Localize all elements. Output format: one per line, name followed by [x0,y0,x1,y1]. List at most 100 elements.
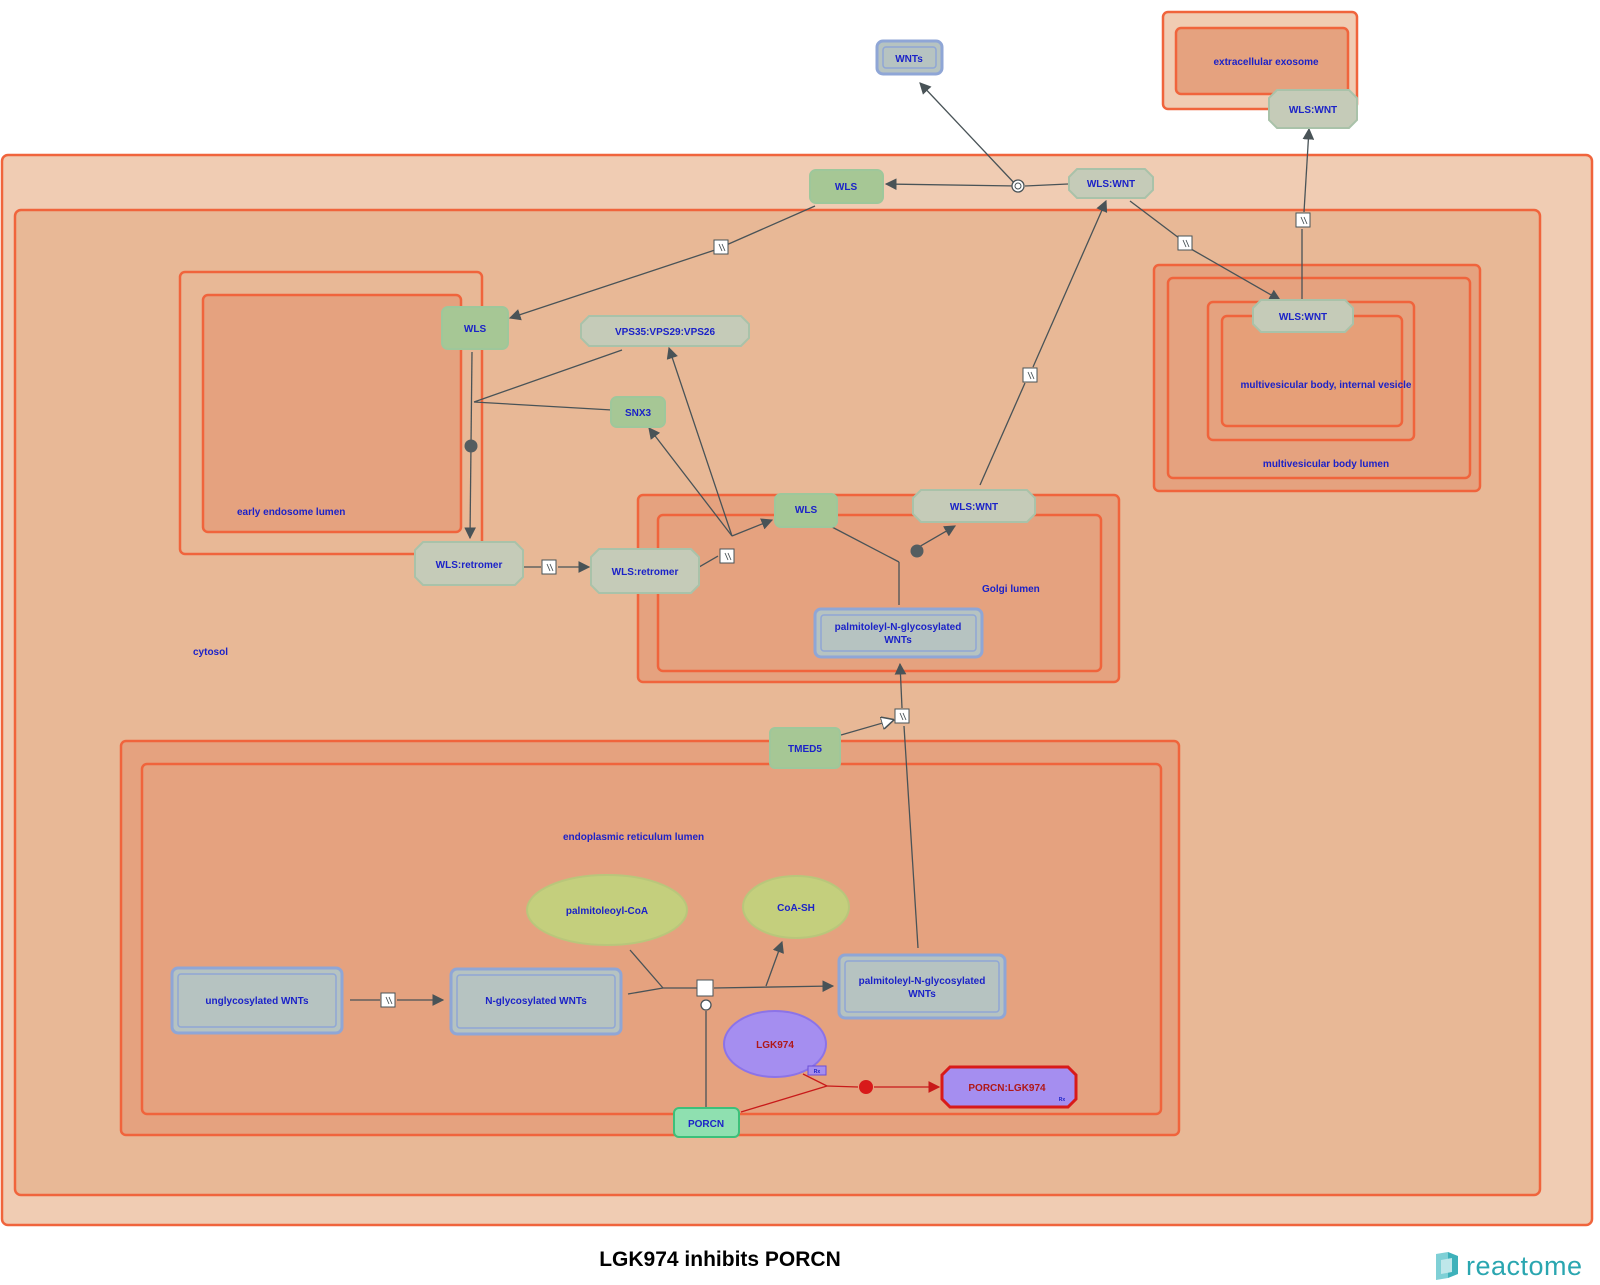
node-porcn-lgk974-label: PORCN:LGK974 [968,1083,1046,1094]
node-coa-sh-label: CoA-SH [777,903,815,914]
node-wls-wnt-golgi-label: WLS:WNT [950,502,998,513]
transport-node-exosome[interactable] [1295,212,1311,228]
reactome-logo-icon [1436,1252,1458,1280]
edge-wlswnt-to-mvb-transport [1129,200,1180,239]
dissociation-node-top[interactable] [1011,179,1025,193]
label-mvb-lumen: multivesicular body lumen [1263,459,1389,470]
edge-reaction-to-coash [765,940,784,987]
mark-dissociation-retromer [724,552,732,561]
edge-lgk974-to-binding [802,1073,828,1087]
transport-node-mvb[interactable] [1177,235,1193,251]
node-tmed5-label: TMED5 [788,744,822,755]
edge-mvb-transport-to-mvb [1190,248,1282,301]
edge-retromer2-to-dissociation [698,555,719,568]
edge-binding-to-dot [826,1085,859,1088]
reactome-logo[interactable]: reactome [1432,1248,1583,1284]
node-palm-wnts-golgi-inner [820,614,977,652]
node-snx3[interactable] [610,396,666,428]
node-porcn[interactable] [673,1107,740,1138]
node-wls-golgi-label: WLS [795,505,818,516]
dissociation-node-retromer[interactable] [719,548,735,564]
node-wls-endosome[interactable] [441,306,509,350]
node-wnts-extracellular-label: WNTs [895,54,923,65]
node-palmitoleoyl-coa-label: palmitoleoyl-CoA [566,906,648,917]
node-wls-retromer-1-label: WLS:retromer [436,560,503,571]
label-early-endosome: early endosome lumen [237,507,345,518]
node-palm-wnts-er-inner [844,960,1000,1013]
transport-node-er-golgi[interactable] [894,708,910,724]
node-palm-wnts-er-label-1: palmitoleyl-N-glycosylated [859,976,986,987]
node-wnts-extracellular[interactable] [875,39,944,76]
mark-transport-retromer [546,563,554,572]
edge-dissociation-to-golgi-wls [731,518,774,537]
label-cytosol: cytosol [193,647,228,658]
node-unglycosylated-wnts-label: unglycosylated WNTs [205,996,309,1007]
edge-tmed5-catalysis [840,720,893,736]
node-nglycosylated-wnts[interactable] [449,967,623,1036]
node-palm-wnts-golgi[interactable] [813,607,984,659]
node-wls-wnt-top[interactable] [1068,168,1154,199]
mark-transport-wls [718,243,726,252]
node-palmitoleoyl-coa[interactable] [526,874,688,946]
compartment-early-endosome [201,293,463,534]
label-golgi: Golgi lumen [982,584,1040,595]
mark-transport-mvb [1182,239,1190,248]
node-wls-wnt-mvb[interactable] [1252,299,1354,333]
catalysis-node-porcn [700,999,712,1011]
node-unglycosylated-wnts[interactable] [170,966,344,1035]
reactome-logo-text: reactome [1466,1250,1583,1281]
transition-node-glycosylation[interactable] [380,992,396,1008]
node-palm-wnts-golgi-label-2: WNTs [884,635,912,646]
edge-wlswnt-to-release [1024,183,1069,187]
node-porcn-label: PORCN [688,1119,724,1130]
node-palm-wnts-er[interactable] [837,953,1007,1020]
node-lgk974-label: LGK974 [756,1040,794,1051]
binding-node-retromer[interactable] [464,439,478,453]
node-lgk974[interactable] [723,1010,827,1078]
node-wls-wnt-exosome-label: WLS:WNT [1289,105,1337,116]
node-wnts-extracellular-inner [882,46,937,69]
node-wls-wnt-mvb-label: WLS:WNT [1279,312,1327,323]
node-vps-complex[interactable] [580,315,750,347]
edge-golgi-wlswnt-to-transport [979,382,1026,486]
node-nglycosylated-wnts-label: N-glycosylated WNTs [485,996,587,1007]
edge-palm-er-to-transport [903,725,919,949]
node-wls-retromer-2[interactable] [590,548,700,594]
edge-wls-to-transport [723,205,816,247]
mark-transport-exosome [1300,216,1308,225]
node-wls-top[interactable] [809,169,884,204]
node-wls-top-label: WLS [835,182,858,193]
transport-node-retromer[interactable] [541,559,557,575]
mark-transport-er [899,712,907,721]
node-wls-retromer-1[interactable] [414,541,524,586]
edge-dissociation-to-snx3 [648,427,733,537]
edge-release-to-wnts [919,82,1018,187]
edge-golgi-wls-to-association [831,526,900,563]
compartment-exosome [1174,26,1350,96]
node-tmed5[interactable] [769,727,841,769]
transport-node-golgi-wlswnt[interactable] [1022,367,1038,383]
mark-transition [385,996,393,1005]
binding-node-wlswnt[interactable] [910,544,924,558]
edge-exosome-transport-to-exosome [1302,127,1315,213]
node-vps-complex-label: VPS35:VPS29:VPS26 [615,327,715,338]
node-wls-wnt-exosome[interactable] [1268,89,1358,129]
node-wls-wnt-golgi[interactable] [912,489,1036,523]
node-wls-wnt-top-label: WLS:WNT [1087,179,1135,190]
node-wls-golgi[interactable] [774,493,838,528]
transport-node-wls[interactable] [713,239,729,255]
node-coa-sh[interactable] [742,875,850,939]
label-mvb-vesicle: multivesicular body, internal vesicle [1241,380,1412,391]
edge-porcn-to-binding [740,1085,828,1113]
node-palm-wnts-er-label-2: WNTs [908,989,936,1000]
dissociation-node-top-inner [1014,182,1022,190]
label-er: endoplasmic reticulum lumen [563,832,704,843]
edge-snx3-to-binding [473,401,613,411]
edge-transport-to-wlswnt-top [1032,199,1108,368]
reaction-node-porcn[interactable] [696,979,714,997]
label-exosome: extracellular exosome [1213,57,1318,68]
binding-node-inhibition[interactable] [859,1080,873,1094]
node-lgk974-rx-badge [807,1065,827,1076]
node-porcn-lgk974[interactable] [940,1065,1078,1109]
